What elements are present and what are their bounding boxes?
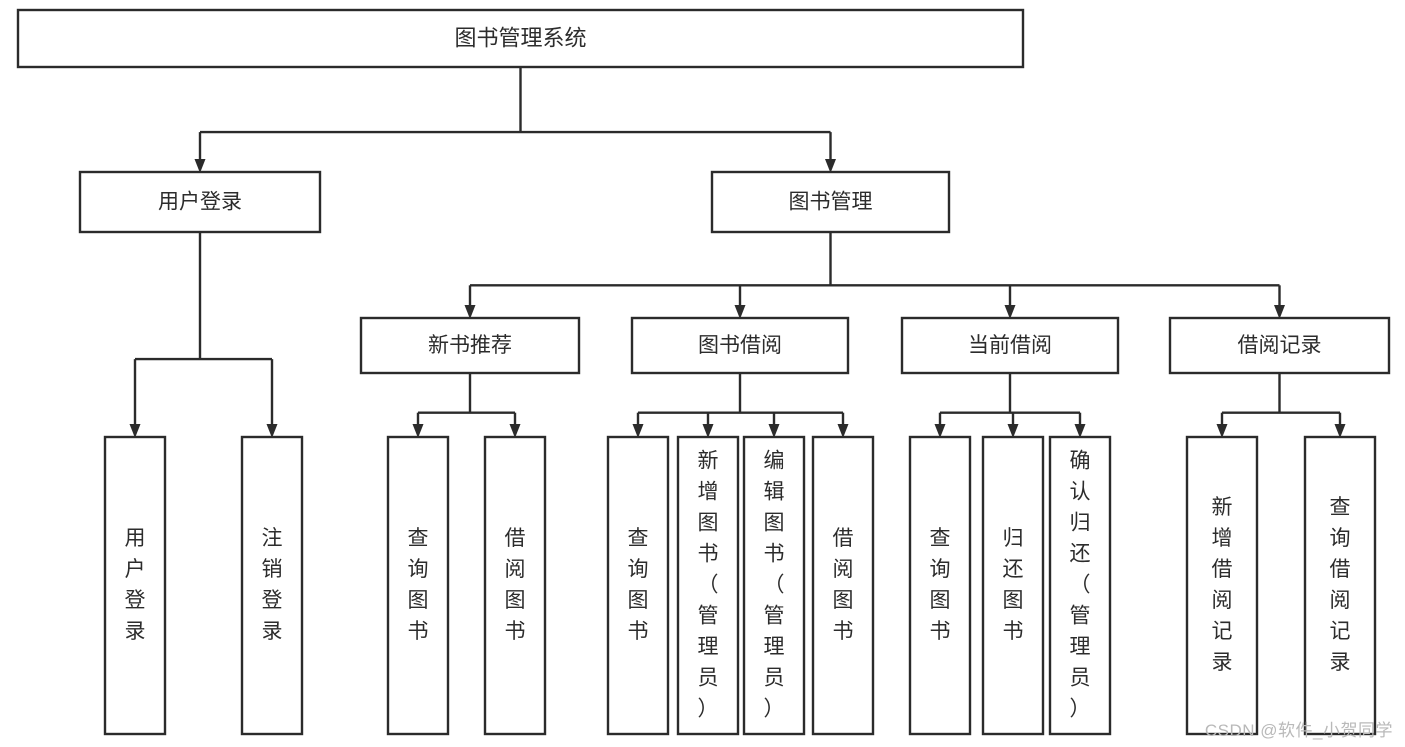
arrow-head-icon — [266, 424, 278, 438]
node-l-b-add[interactable]: 新增图书（管理员） — [676, 435, 740, 736]
arrow-head-icon — [1274, 305, 1285, 319]
connector-n-user-login — [129, 232, 278, 438]
node-box — [742, 435, 806, 736]
arrow-head-icon — [1216, 424, 1228, 438]
node-l-c-query[interactable]: 查询图书 — [908, 435, 972, 736]
node-box — [16, 8, 1025, 69]
node-label: 新书推荐 — [428, 334, 512, 357]
connector-root — [194, 67, 836, 173]
node-label: 新增图书（管理员） — [698, 449, 719, 720]
connector-n-book-manage — [464, 232, 1285, 319]
node-n-current[interactable]: 当前借阅 — [900, 316, 1120, 375]
node-label: 图书管理系统 — [454, 25, 586, 50]
node-box — [811, 435, 875, 736]
node-l-r-query[interactable]: 查询借阅记录 — [1303, 435, 1377, 736]
node-n-book-manage[interactable]: 图书管理 — [710, 170, 951, 234]
arrow-head-icon — [464, 305, 476, 319]
arrow-head-icon — [837, 424, 849, 438]
watermark-text: CSDN @软件_小贺同学 — [1204, 721, 1393, 740]
node-label: 用户登录 — [158, 191, 242, 214]
node-box — [676, 435, 740, 736]
node-box — [359, 316, 581, 375]
node-box — [900, 316, 1120, 375]
node-label: 图书管理 — [789, 191, 873, 214]
arrow-head-icon — [1004, 305, 1016, 319]
node-l-user-login[interactable]: 用户登录 — [103, 435, 167, 736]
connector-n-borrow — [632, 373, 849, 438]
arrow-head-icon — [734, 305, 746, 319]
arrow-head-icon — [632, 424, 644, 438]
node-box — [483, 435, 547, 736]
node-l-b-query[interactable]: 查询图书 — [606, 435, 670, 736]
arrow-head-icon — [1074, 424, 1086, 438]
arrow-head-icon — [934, 424, 946, 438]
node-label: 归还图书 — [1003, 527, 1024, 643]
node-label: 确认归还（管理员） — [1070, 449, 1091, 720]
arrow-head-icon — [129, 424, 141, 438]
connector-n-new-rec — [412, 373, 521, 438]
arrow-head-icon — [509, 424, 521, 438]
node-label: 用户登录 — [125, 527, 146, 643]
node-l-c-confirm[interactable]: 确认归还（管理员） — [1048, 435, 1112, 736]
node-box — [1168, 316, 1391, 375]
connector-layer — [129, 67, 1346, 438]
node-label: 查询图书 — [930, 527, 951, 643]
node-root[interactable]: 图书管理系统 — [16, 8, 1025, 69]
node-l-user-logout[interactable]: 注销登录 — [240, 435, 304, 736]
node-label: 图书借阅 — [698, 334, 782, 357]
connector-n-current — [934, 373, 1086, 438]
arrow-head-icon — [825, 159, 836, 173]
arrow-head-icon — [194, 159, 206, 173]
connector-n-record — [1216, 373, 1346, 438]
node-label: 借阅图书 — [505, 527, 526, 643]
node-box — [606, 435, 670, 736]
arrow-head-icon — [702, 424, 714, 438]
node-box — [1185, 435, 1259, 736]
node-l-c-return[interactable]: 归还图书 — [981, 435, 1045, 736]
node-label: 新增借阅记录 — [1212, 496, 1233, 674]
node-box — [1303, 435, 1377, 736]
node-box — [240, 435, 304, 736]
node-label: 查询图书 — [408, 527, 429, 643]
node-box — [630, 316, 850, 375]
node-l-r-add[interactable]: 新增借阅记录 — [1185, 435, 1259, 736]
node-layer: 图书管理系统用户登录图书管理新书推荐图书借阅当前借阅借阅记录用户登录注销登录查询… — [16, 8, 1391, 736]
node-n-user-login[interactable]: 用户登录 — [78, 170, 322, 234]
node-box — [908, 435, 972, 736]
node-n-record[interactable]: 借阅记录 — [1168, 316, 1391, 375]
node-n-borrow[interactable]: 图书借阅 — [630, 316, 850, 375]
arrow-head-icon — [1334, 424, 1346, 438]
node-l-new-query[interactable]: 查询图书 — [386, 435, 450, 736]
node-l-b-borrow[interactable]: 借阅图书 — [811, 435, 875, 736]
node-label: 编辑图书（管理员） — [764, 449, 785, 720]
node-l-b-edit[interactable]: 编辑图书（管理员） — [742, 435, 806, 736]
node-label: 借阅记录 — [1238, 334, 1322, 357]
arrow-head-icon — [768, 424, 780, 438]
node-box — [103, 435, 167, 736]
node-box — [78, 170, 322, 234]
node-box — [386, 435, 450, 736]
node-box — [981, 435, 1045, 736]
node-label: 借阅图书 — [833, 527, 854, 643]
arrow-head-icon — [1007, 424, 1019, 438]
node-label: 查询图书 — [628, 527, 649, 643]
node-box — [710, 170, 951, 234]
node-label: 查询借阅记录 — [1330, 496, 1351, 674]
node-l-new-borrow[interactable]: 借阅图书 — [483, 435, 547, 736]
node-box — [1048, 435, 1112, 736]
node-label: 注销登录 — [262, 527, 283, 643]
node-label: 当前借阅 — [968, 334, 1052, 357]
node-n-new-rec[interactable]: 新书推荐 — [359, 316, 581, 375]
arrow-head-icon — [412, 424, 424, 438]
